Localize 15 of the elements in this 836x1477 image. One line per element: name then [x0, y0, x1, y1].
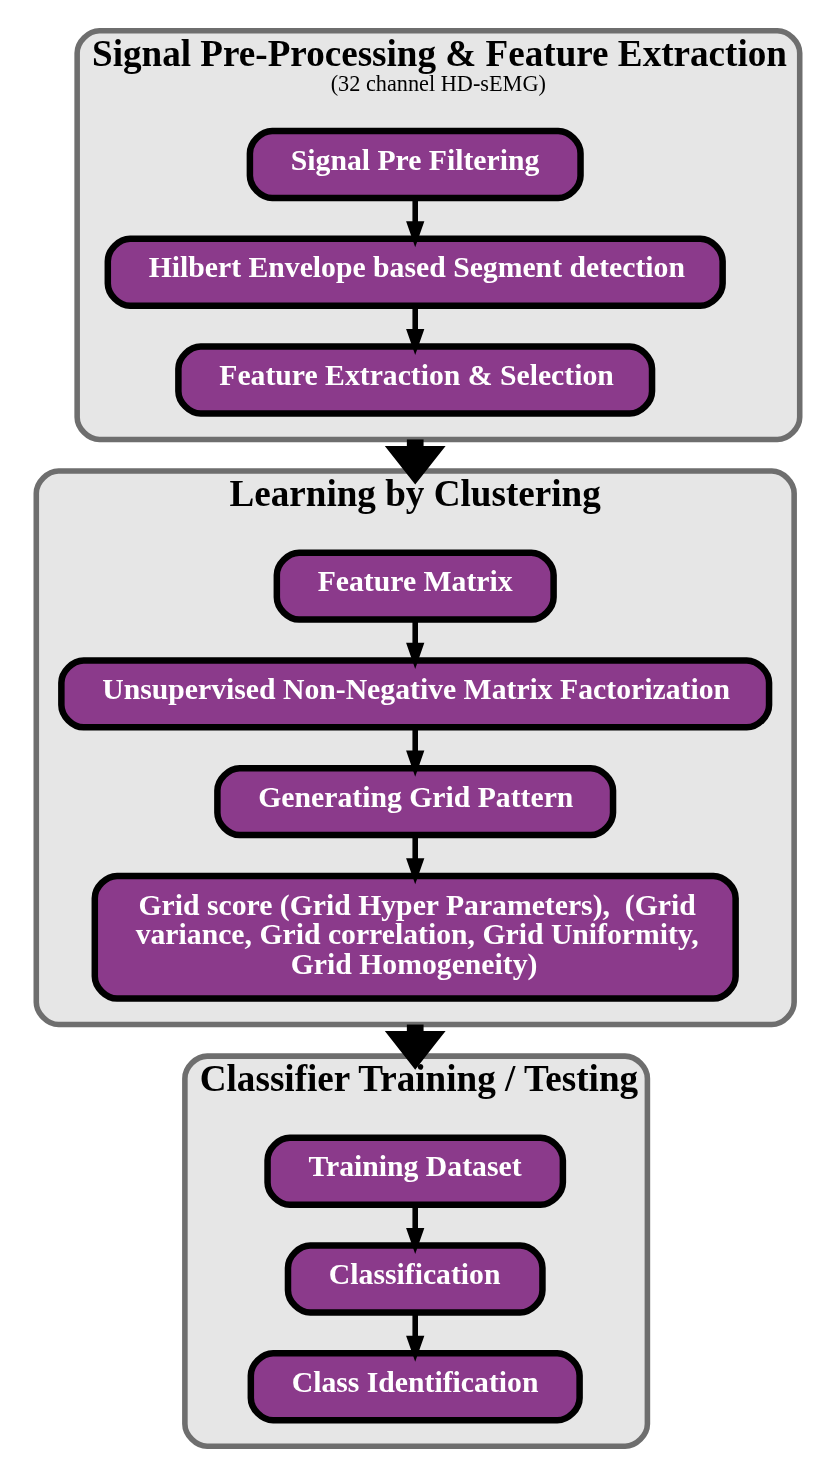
node-box: Generating Grid Pattern	[214, 764, 617, 839]
node-box: Grid score (Grid Hyper Parameters), (Grid variance, Grid correlation, Grid Uniformity, Grid Homogeneity)	[91, 872, 739, 1002]
arrow	[406, 1312, 425, 1362]
node-box: Feature Extraction & Selection	[175, 343, 656, 417]
node-box: Classification	[284, 1242, 546, 1316]
node-box: Signal Pre Filtering	[246, 127, 584, 202]
node-box: Hilbert Envelope based Segment detection	[104, 235, 726, 309]
node-box: Feature Matrix	[273, 549, 557, 623]
node-box: Unsupervised Non-Negative Matrix Factorization	[58, 657, 773, 731]
arrow	[406, 619, 425, 669]
arrow	[406, 835, 425, 885]
node-box: Training Dataset	[264, 1134, 567, 1208]
node-box: Class Identification	[247, 1350, 583, 1424]
arrow	[406, 727, 425, 777]
arrow	[406, 198, 425, 248]
